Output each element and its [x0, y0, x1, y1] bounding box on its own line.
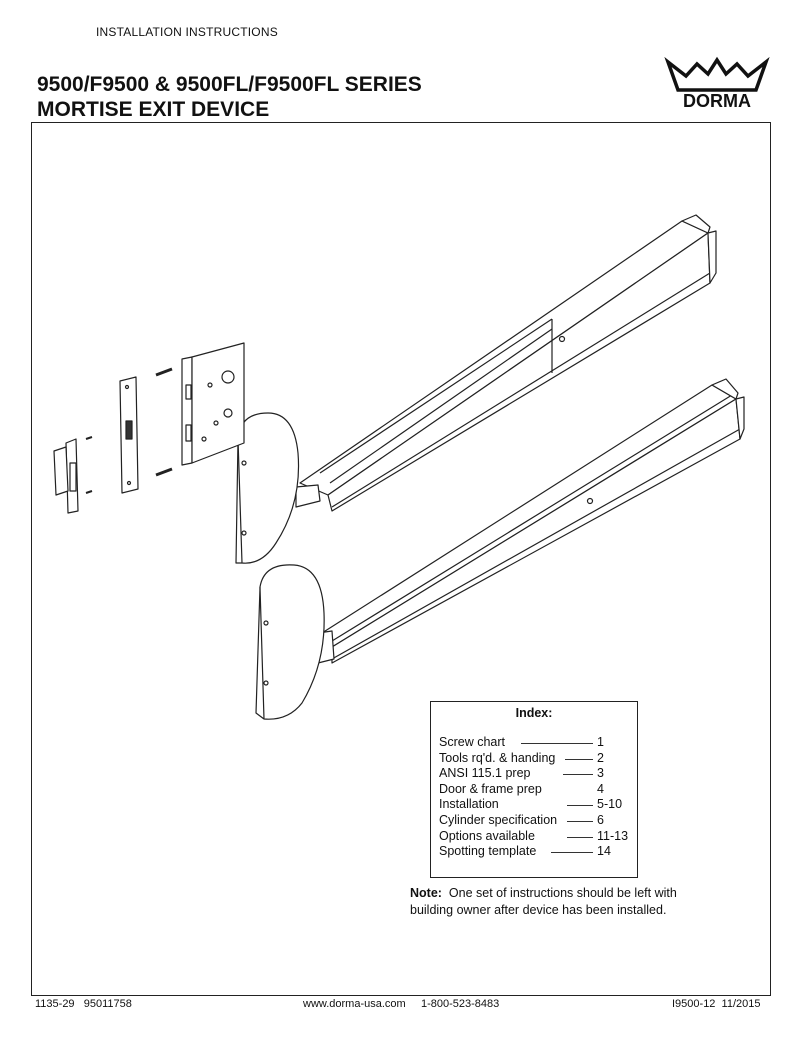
index-item-label: Cylinder specification: [439, 812, 558, 827]
crown-icon: [664, 56, 770, 92]
leader-line: [521, 743, 593, 744]
index-item-label: Tools rq'd. & handing: [439, 750, 556, 765]
lower-end-cap: [255, 564, 325, 720]
index-item-page: 11-13: [597, 828, 629, 843]
leader-line: [551, 852, 593, 854]
index-item: Screw chart 1: [439, 735, 635, 751]
index-item-label: Screw chart: [439, 735, 505, 749]
index-item-page: 14: [597, 844, 611, 859]
faceplate: [119, 376, 139, 494]
index-item: Tools rq'd. & handing 2: [439, 751, 635, 767]
leader-line: [567, 836, 593, 838]
index-item: Installation 5-10: [439, 797, 635, 813]
index-item-page: 3: [597, 766, 604, 781]
index-item: Cylinder specification 6: [439, 813, 635, 829]
index-title: Index:: [515, 706, 553, 720]
content-frame: [31, 122, 771, 996]
index-item: Spotting template 14: [439, 844, 635, 860]
note-text: One set of instructions should be left w…: [410, 886, 677, 917]
leader-line: [567, 820, 593, 822]
screws: [85, 367, 173, 494]
upper-end-cap: [235, 412, 300, 564]
footer-contact: www.dorma-usa.com 1-800-523-8483: [303, 998, 500, 1010]
logo-text: DORMA: [683, 91, 751, 111]
index-item-label: Options available: [439, 828, 535, 843]
index-item: ANSI 115.1 prep 3: [439, 766, 635, 782]
upper-push-bar: [295, 214, 717, 512]
index-item-page: 1: [597, 735, 604, 749]
title-line-1: 9500/F9500 & 9500FL/F9500FL SERIES: [37, 73, 422, 96]
index-item-label: Spotting template: [439, 844, 537, 859]
note-label: Note:: [410, 886, 442, 900]
index-list: Screw chart 1 Tools rq'd. & handing 2 AN…: [439, 735, 635, 860]
index-item-label: Door & frame prep: [439, 781, 542, 796]
exit-device-illustration: [53, 214, 745, 720]
installation-note: Note: One set of instructions should be …: [410, 885, 680, 919]
index-item-label: ANSI 115.1 prep: [439, 766, 531, 781]
index-item-page: 6: [597, 812, 604, 827]
leader-line: [567, 805, 593, 807]
index-item-label: Installation: [439, 797, 499, 812]
strike-plate: [53, 438, 79, 514]
index-box: Index: Screw chart 1 Tools rq'd. & handi…: [430, 701, 638, 878]
page-title: 9500/F9500 & 9500FL/F9500FL SERIES MORTI…: [37, 72, 422, 122]
leader-line: [565, 758, 593, 760]
leader-line: [563, 774, 593, 776]
mortise-lock-body: [181, 342, 245, 466]
lower-push-bar: [317, 378, 745, 664]
index-item-page: 4: [597, 781, 604, 796]
index-item-page: 2: [597, 750, 604, 765]
section-label: INSTALLATION INSTRUCTIONS: [96, 25, 278, 39]
footer-doc-number: 1135-29 95011758: [35, 998, 132, 1010]
title-line-2: MORTISE EXIT DEVICE: [37, 98, 270, 121]
footer-revision: I9500-12 11/2015: [672, 998, 761, 1010]
dorma-logo: DORMA: [664, 56, 770, 111]
index-item: Door & frame prep 4: [439, 782, 635, 798]
index-item: Options available 11-13: [439, 829, 635, 845]
index-item-page: 5-10: [597, 797, 623, 812]
